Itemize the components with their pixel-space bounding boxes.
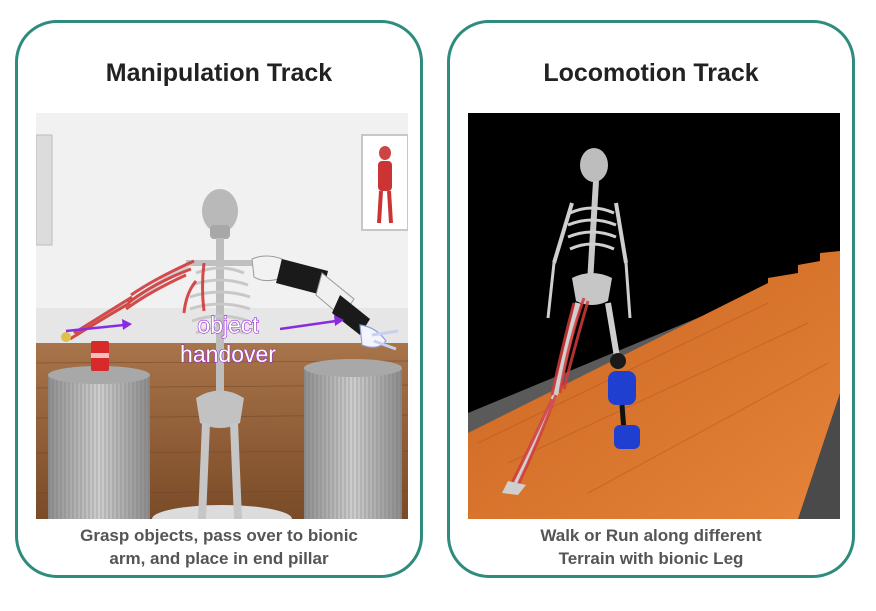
handover-arrow-right — [279, 315, 344, 331]
manipulation-track-card: Manipulation Track — [15, 20, 423, 578]
overlay-text-object: object — [197, 312, 259, 338]
locomotion-caption-line1: Walk or Run along different — [540, 526, 762, 545]
handover-arrow-left — [65, 319, 132, 333]
manipulation-scene-image: object handover — [36, 113, 408, 519]
overlay-text-handover: handover — [180, 341, 276, 367]
manipulation-scene-svg: object handover — [36, 113, 408, 519]
manipulation-caption-line2: arm, and place in end pillar — [109, 549, 329, 568]
locomotion-scene-svg — [468, 113, 840, 519]
locomotion-track-card: Locomotion Track — [447, 20, 855, 578]
locomotion-track-title: Locomotion Track — [543, 59, 759, 87]
locomotion-scene-image — [468, 113, 840, 519]
bionic-leg — [608, 371, 640, 449]
locomotion-caption: Walk or Run along different Terrain with… — [450, 524, 852, 570]
locomotion-caption-line2: Terrain with bionic Leg — [558, 549, 744, 568]
manipulation-caption-line1: Grasp objects, pass over to bionic — [80, 526, 358, 545]
manipulation-caption: Grasp objects, pass over to bionic arm, … — [18, 524, 420, 570]
manipulation-track-title: Manipulation Track — [105, 59, 333, 87]
